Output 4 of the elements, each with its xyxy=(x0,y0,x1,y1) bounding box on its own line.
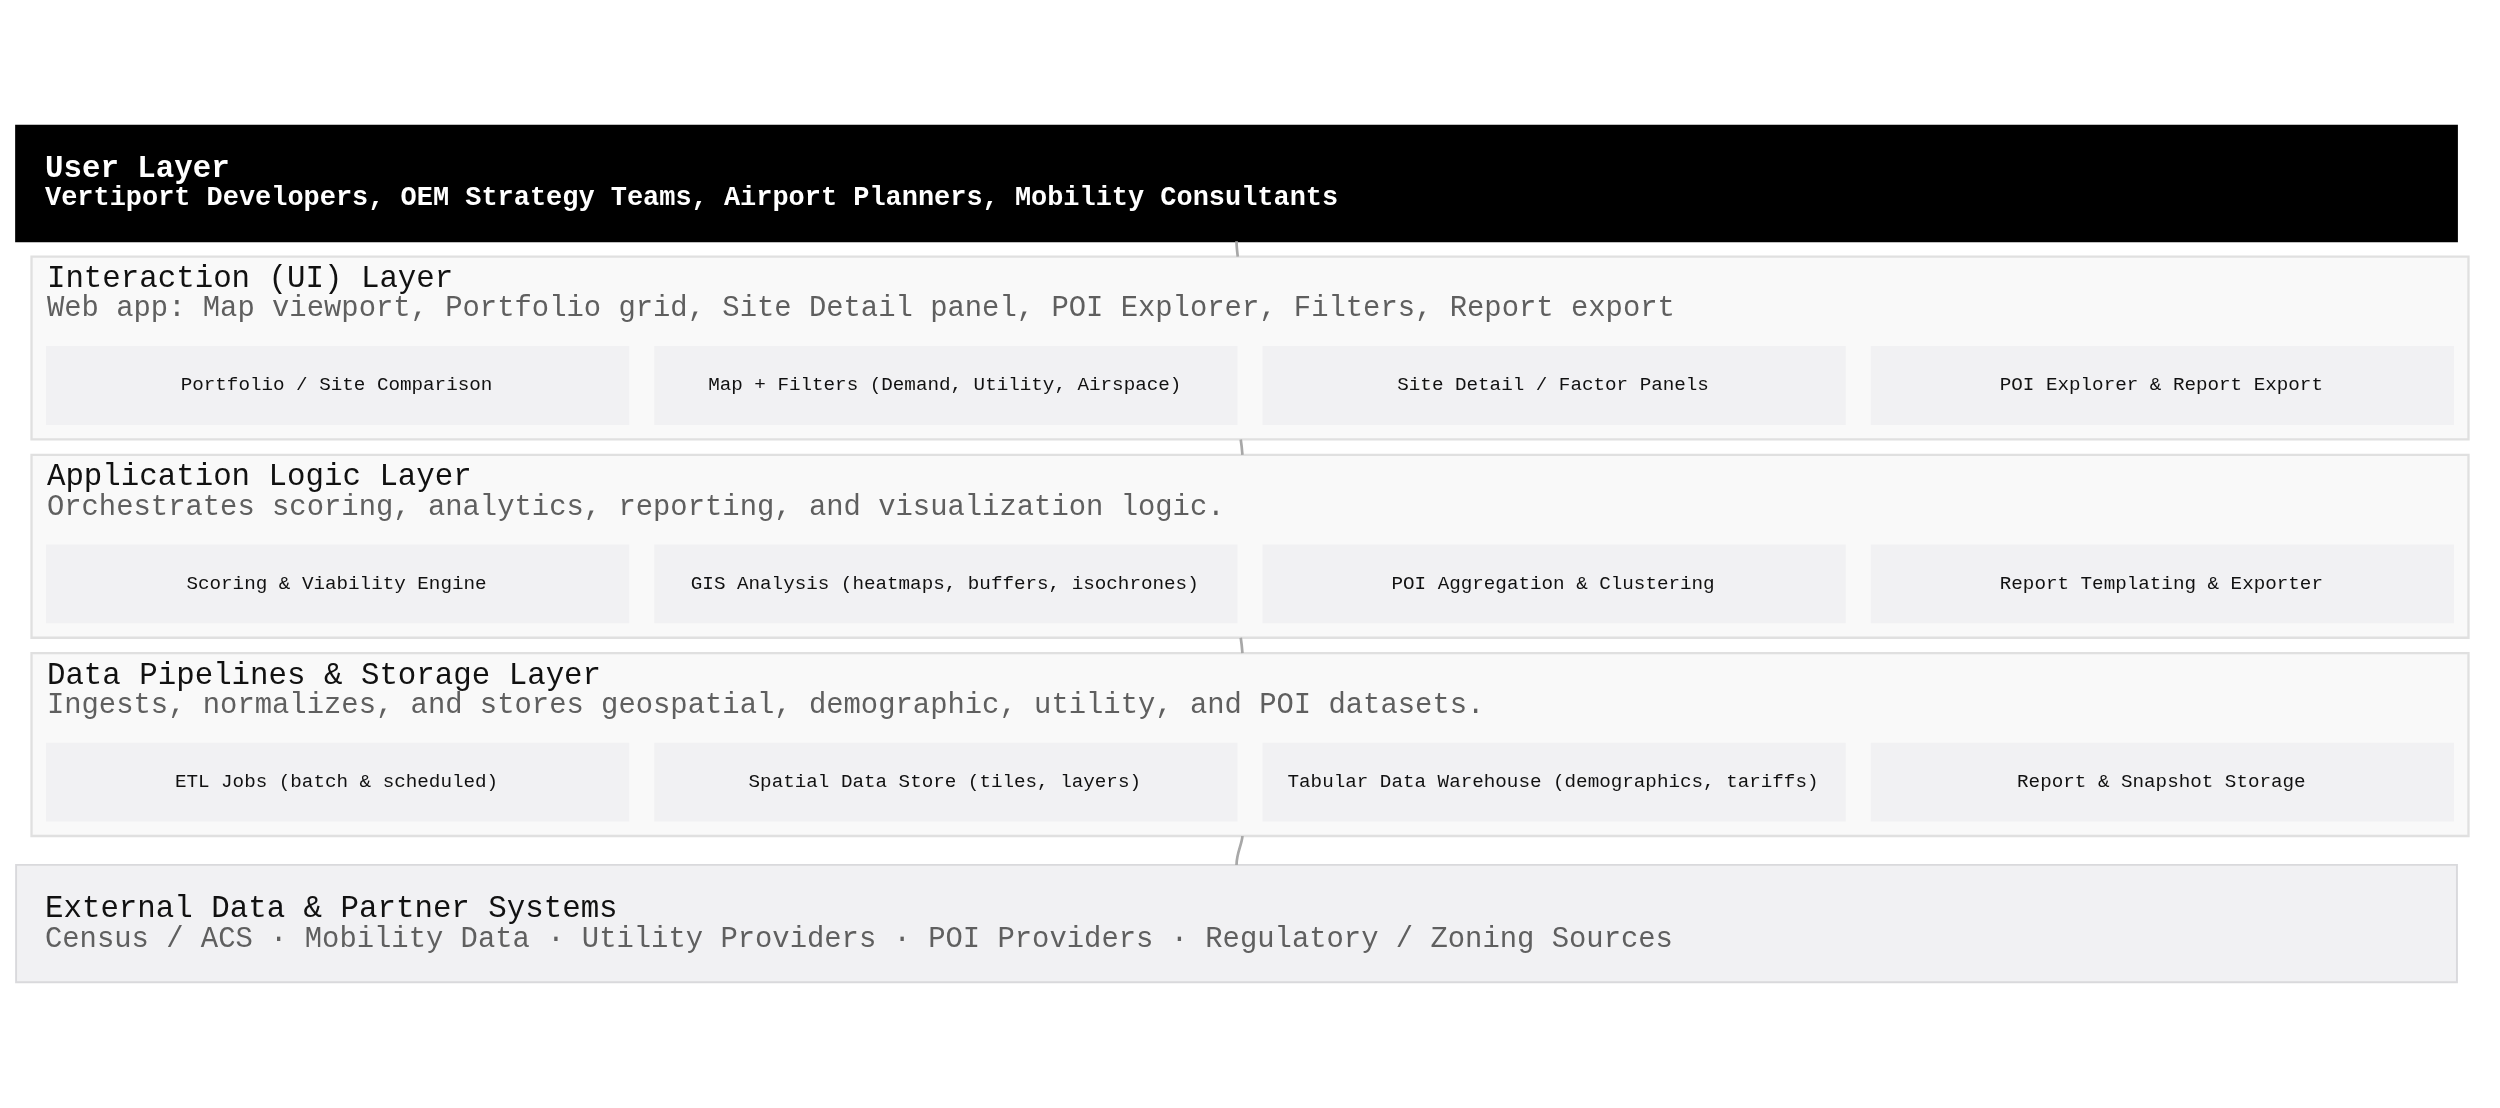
connector xyxy=(1239,637,1244,654)
connector xyxy=(1235,835,1244,865)
connector xyxy=(1235,241,1240,257)
connector xyxy=(1239,439,1244,455)
